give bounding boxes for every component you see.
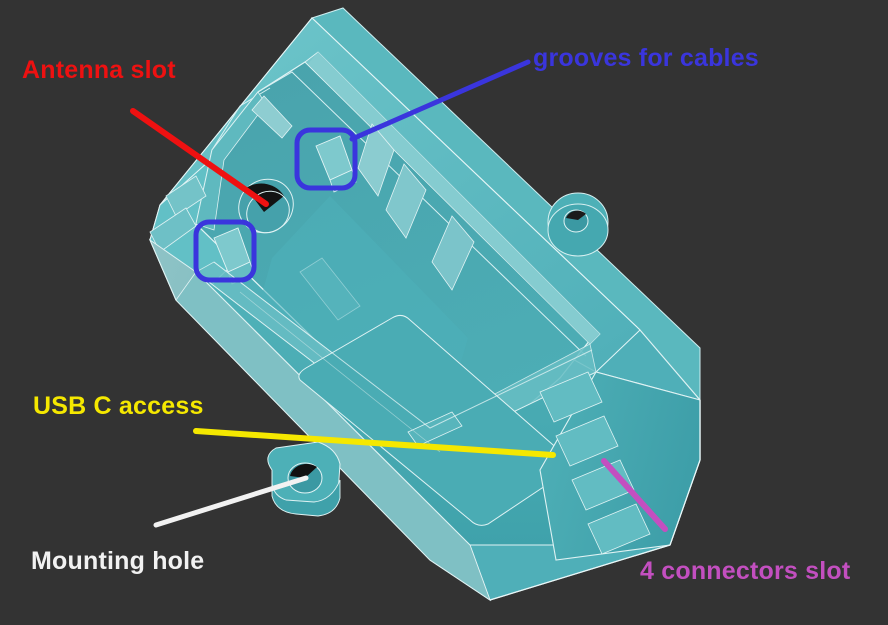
internal-rib-c xyxy=(431,215,475,291)
cavity-ledge-line-2 xyxy=(211,87,271,151)
internal-rib-a xyxy=(357,123,395,197)
connector-slot-4 xyxy=(587,503,651,555)
mounting-tab-left xyxy=(267,441,341,517)
leader-line-mounting-hole xyxy=(153,475,309,528)
annotation-label-4-connectors-slot: 4 connectors slot xyxy=(640,557,851,585)
highlight-box-groove-lower xyxy=(193,219,257,283)
connector-slot-2 xyxy=(555,415,619,467)
leader-line-usb-c xyxy=(193,428,556,458)
leader-line-grooves xyxy=(349,59,531,142)
outer-wall-front-left-lower xyxy=(175,271,491,602)
edge-right-corner xyxy=(669,400,701,546)
edge-front-bottom xyxy=(489,544,671,601)
highlight-box-groove-upper xyxy=(294,127,358,191)
mounting-tab-right xyxy=(547,192,609,257)
internal-rib-top-left xyxy=(251,95,293,139)
annotation-label-usb-c-access: USB C access xyxy=(33,392,204,420)
connector-slots-group xyxy=(539,371,651,555)
annotation-label-antenna-slot: Antenna slot xyxy=(22,56,176,84)
annotation-label-grooves-for-cables: grooves for cables xyxy=(533,44,759,72)
connector-slot-1 xyxy=(539,371,603,423)
leader-line-connectors xyxy=(601,458,668,532)
highlight-line-1 xyxy=(213,261,593,429)
highlight-line-2 xyxy=(239,291,441,453)
leader-line-antenna-slot xyxy=(130,108,269,207)
boss-upper-left xyxy=(165,175,207,217)
cavity-ledge-line-1 xyxy=(257,71,587,357)
internal-rib-b xyxy=(385,163,427,239)
annotation-label-mounting-hole: Mounting hole xyxy=(31,547,205,575)
